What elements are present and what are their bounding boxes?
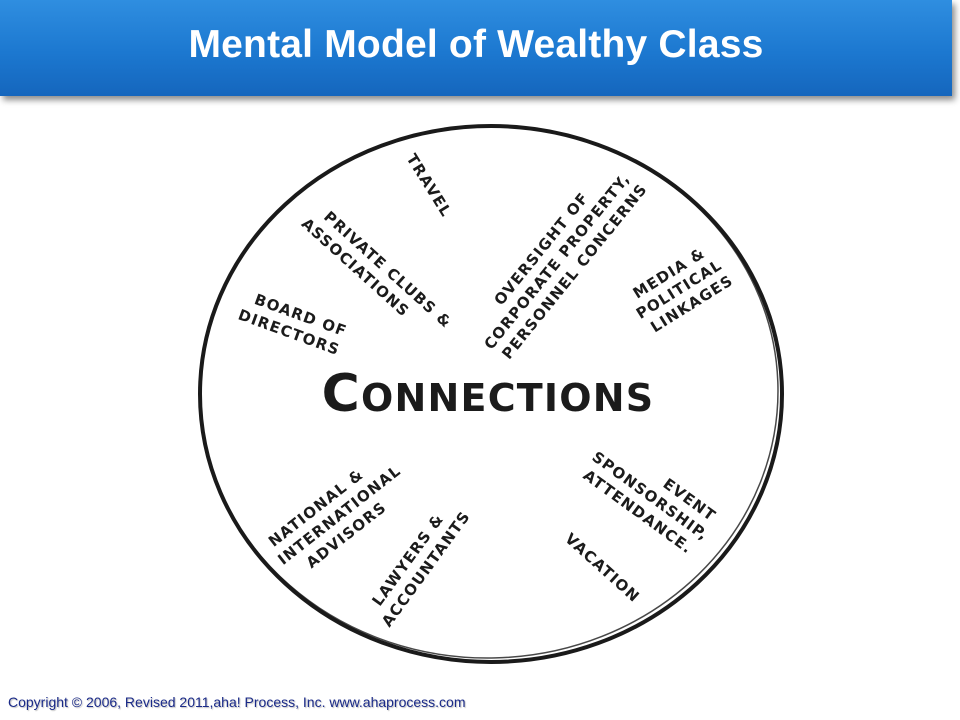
center-label-rest: ONNECTIONS	[361, 376, 654, 420]
page-title: Mental Model of Wealthy Class	[188, 23, 764, 66]
title-bar: Mental Model of Wealthy Class	[0, 0, 952, 96]
center-label: CONNECTIONS	[322, 364, 655, 424]
label-board: BOARD OF DIRECTORS	[236, 287, 356, 362]
label-oversight: OVERSIGHT OF CORPORATE PROPERTY, PERSONN…	[465, 152, 653, 365]
diagram-circle-sketch	[199, 125, 779, 659]
copyright-footer: Copyright © 2006, Revised 2011,aha! Proc…	[8, 694, 466, 710]
label-event: EVENT SPONSORSHIP, ATTENDANCE.	[577, 432, 729, 565]
label-media: MEDIA & POLITICAL LINKAGES	[623, 236, 741, 339]
label-vacation: VACATION	[561, 530, 643, 607]
label-travel: TRAVEL	[403, 151, 456, 221]
center-label-initial: C	[322, 364, 361, 424]
